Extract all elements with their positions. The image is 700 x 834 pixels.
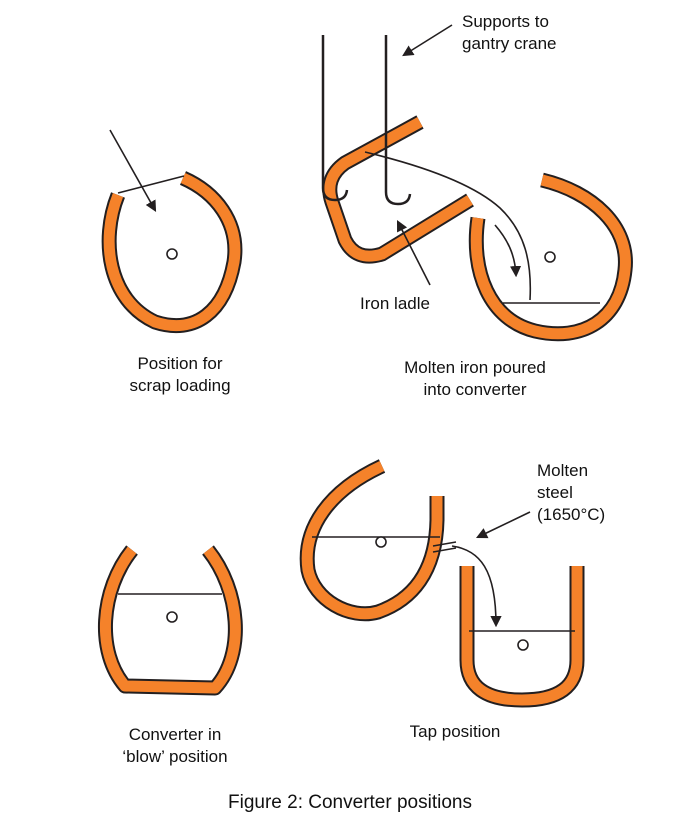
- support-left: [321, 35, 349, 202]
- scrap-label: Position for scrap loading: [100, 353, 260, 397]
- supports-label: Supports to gantry crane: [462, 11, 557, 55]
- ladle-label: Iron ladle: [360, 294, 430, 313]
- blow-label-line2: ‘blow’ position: [122, 747, 228, 766]
- supports-label-line2: gantry crane: [462, 34, 557, 53]
- ladle-outline: [322, 115, 474, 264]
- steel-ladle-outline: [459, 566, 585, 708]
- molten-iron-label-line2: into converter: [423, 380, 527, 399]
- molten-steel-label-line1: Molten: [537, 461, 589, 480]
- scrap-label-line2: scrap loading: [129, 376, 231, 395]
- supports-label-line1: Supports to: [462, 12, 549, 31]
- figure-caption: Figure 2: Converter positions: [228, 792, 472, 813]
- blow-label-line1: Converter in: [128, 725, 222, 744]
- molten-steel-label-line3: (1650°C): [537, 505, 606, 524]
- molten-steel-label-line2: steel: [537, 483, 573, 502]
- support-right: [384, 35, 412, 206]
- molten-steel-label: Molten steel (1650°C): [537, 460, 605, 526]
- molten-iron-label: Molten iron poured into converter: [375, 357, 575, 401]
- blow-label: Converter in ‘blow’ position: [95, 724, 255, 768]
- scrap-label-line1: Position for: [137, 354, 223, 373]
- molten-iron-label-line1: Molten iron poured: [404, 358, 546, 377]
- tap-label: Tap position: [409, 722, 501, 741]
